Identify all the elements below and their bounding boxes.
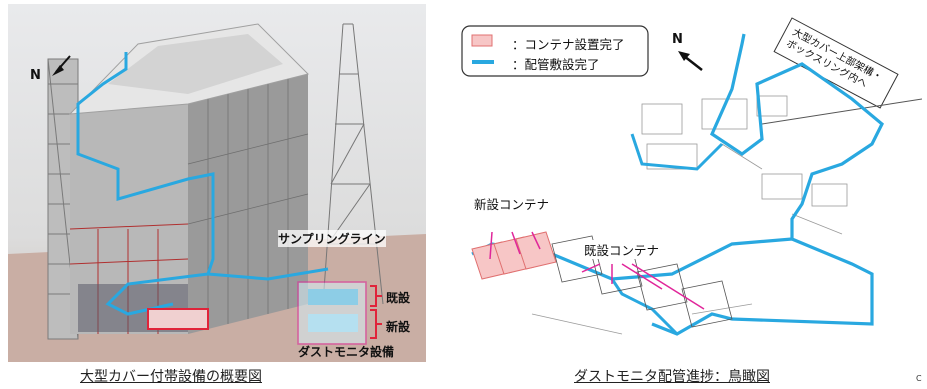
existing-containers: [551, 235, 733, 328]
piping-illustration: [461, 17, 922, 336]
sampling-pipe-branch: [207, 267, 329, 281]
north-label-right: N: [672, 32, 683, 47]
existing-monitor-unit: [308, 289, 358, 305]
piping-network-lower: [610, 278, 679, 336]
new-containers: [471, 231, 557, 280]
right-caption: ダストモニタ配管進捗：鳥瞰図: [574, 369, 770, 385]
leader-lines: [489, 231, 705, 310]
left-caption: 大型カバー付帯設備の概要図: [80, 369, 262, 385]
north-arrow-shaft-right: [683, 55, 703, 71]
sampling-line-label: サンプリングライン: [278, 230, 386, 247]
north-arrow-head: [52, 65, 64, 76]
building-illustration: [8, 23, 426, 362]
legend-container-swatch: [471, 34, 493, 47]
piping-network-main: [651, 33, 884, 336]
legend-pipe-label: ：配管敷設完了: [512, 57, 600, 72]
piping-birdseye-panel: ：コンテナ設置完了 ：配管敷設完了 N 大型カバー上部架構・ ボックスリング内へ…: [432, 4, 922, 362]
new-container-outline: [147, 308, 209, 330]
corner-mark: C: [916, 374, 922, 383]
building-overview-panel: N サンプリングライン 既設 新設 ダストモニタ設備: [8, 4, 426, 362]
side-grid: [187, 79, 309, 329]
sampling-pipe: [76, 52, 215, 316]
existing-label: 既設: [386, 291, 411, 305]
dust-monitor-equipment-label: ダストモニタ設備: [298, 345, 395, 359]
north-arrow-head-right: [678, 51, 690, 61]
boundary-line: [761, 98, 922, 125]
existing-bracket: [370, 285, 382, 307]
exhaust-stack: [322, 23, 384, 305]
piping-network-upper-loop: [630, 133, 724, 171]
roof-top: [108, 34, 283, 94]
new-monitor-unit: [308, 314, 358, 332]
new-label: 新設: [386, 320, 411, 334]
new-bracket: [370, 309, 382, 339]
existing-container-label: 既設コンテナ: [584, 240, 660, 259]
legend-container-label: ：コンテナ設置完了: [512, 37, 625, 52]
north-label: N: [30, 68, 41, 83]
legend-box: [461, 25, 649, 77]
new-container-label: 新設コンテナ: [474, 197, 550, 212]
equipment-sketches: [531, 95, 848, 335]
